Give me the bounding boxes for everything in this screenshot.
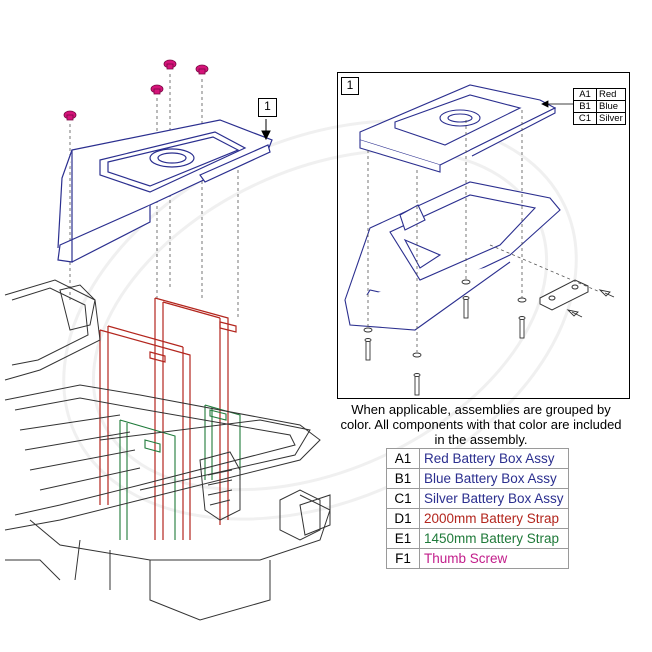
grouping-note: When applicable, assemblies are grouped … — [340, 402, 622, 447]
color-key-row: B1 Blue — [573, 100, 626, 113]
legend-code: F1 — [386, 548, 420, 569]
legend-label: 1450mm Battery Strap — [419, 528, 569, 549]
legend-code: E1 — [386, 528, 420, 549]
battery-strap-1450mm — [119, 404, 241, 540]
legend-row: F1 Thumb Screw — [386, 548, 569, 569]
thumb-screws — [63, 59, 209, 121]
legend-label: Thumb Screw — [419, 548, 569, 569]
detail-alignment-lines — [367, 110, 601, 352]
battery-box-lid — [57, 119, 273, 263]
legend-row: E1 1450mm Battery Strap — [386, 528, 569, 549]
color-key-name: Red — [596, 88, 626, 101]
color-key-code: C1 — [573, 112, 597, 125]
callout-leader — [261, 119, 271, 141]
color-key-code: A1 — [573, 88, 597, 101]
legend-row: B1 Blue Battery Box Assy — [386, 468, 569, 489]
legend-row: A1 Red Battery Box Assy — [386, 448, 569, 469]
legend-code: B1 — [386, 468, 420, 489]
legend-row: D1 2000mm Battery Strap — [386, 508, 569, 529]
legend-label: Silver Battery Box Assy — [419, 488, 569, 509]
detail-key-leader — [541, 100, 573, 108]
color-key-name: Blue — [596, 100, 626, 113]
legend-row: C1 Silver Battery Box Assy — [386, 488, 569, 509]
color-key-row: A1 Red — [573, 88, 626, 101]
detail-color-key: A1 Red B1 Blue C1 Silver — [573, 88, 626, 125]
legend-label: Red Battery Box Assy — [419, 448, 569, 469]
detail-hardware — [363, 279, 615, 396]
detail-bracket — [539, 279, 589, 311]
legend-code: C1 — [386, 488, 420, 509]
main-callout: 1 — [258, 98, 277, 117]
detail-lid — [359, 84, 557, 173]
scooter-base — [4, 279, 331, 621]
color-key-name: Silver — [596, 112, 626, 125]
detail-view-frame — [337, 72, 630, 399]
detail-base-tray — [344, 181, 561, 331]
legend-label: 2000mm Battery Strap — [419, 508, 569, 529]
legend-label: Blue Battery Box Assy — [419, 468, 569, 489]
parts-legend: A1 Red Battery Box Assy B1 Blue Battery … — [386, 448, 569, 569]
detail-callout: 1 — [341, 77, 359, 95]
color-key-row: C1 Silver — [573, 112, 626, 125]
legend-code: D1 — [386, 508, 420, 529]
color-key-code: B1 — [573, 100, 597, 113]
legend-code: A1 — [386, 448, 420, 469]
